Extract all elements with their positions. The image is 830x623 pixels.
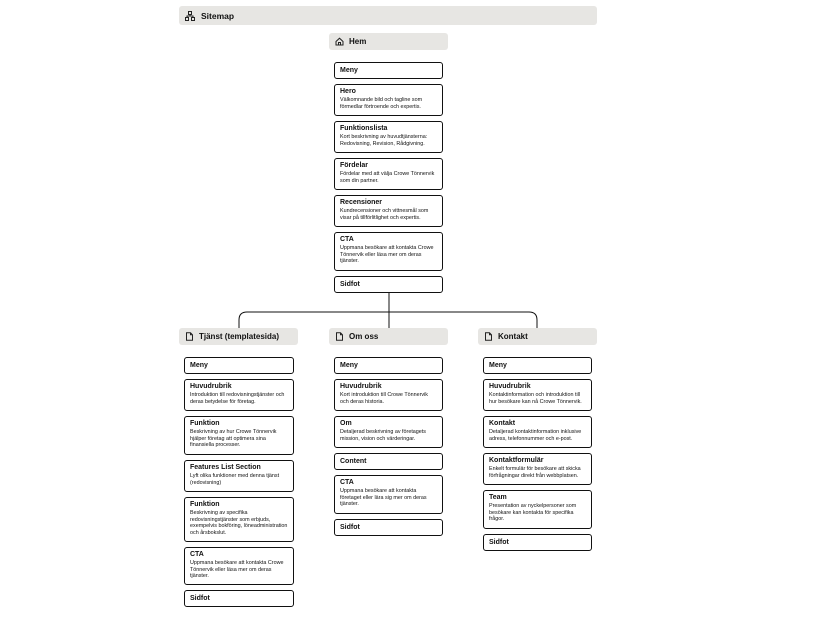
kontakt-section-huvudrubrik[interactable]: Huvudrubrik Kontaktinformation och intro… (483, 379, 592, 411)
page-header-label: Kontakt (498, 332, 528, 341)
section-title: Kontaktformulär (489, 457, 544, 464)
section-description: Beskrivning av hur Crowe Tönnervik hjälp… (190, 429, 277, 449)
hem-section-meny[interactable]: Meny (334, 62, 443, 79)
kontakt-section-meny[interactable]: Meny (483, 357, 592, 374)
section-description: Fördelar med att välja Crowe Tönnervik s… (340, 171, 435, 184)
section-title: Funktion (190, 420, 220, 427)
section-description: Kontaktinformation och introduktion till… (489, 392, 582, 405)
section-title: CTA (340, 236, 354, 243)
tjanst-section-funktion[interactable]: Funktion Beskrivning av hur Crowe Tönner… (184, 416, 294, 455)
page-header-label: Om oss (349, 332, 379, 341)
section-description: Detaljerad beskrivning av företagets mis… (340, 429, 426, 442)
omoss-section-om[interactable]: Om Detaljerad beskrivning av företagets … (334, 416, 443, 448)
sitemap-header: Sitemap (179, 6, 597, 25)
hem-section-sidfot[interactable]: Sidfot (334, 276, 443, 293)
page-header-label: Tjänst (templatesida) (199, 332, 280, 341)
page-header-hem[interactable]: Hem (329, 33, 448, 50)
page-header-kontakt[interactable]: Kontakt (478, 328, 597, 345)
omoss-section-huvudrubrik[interactable]: Huvudrubrik Kort introduktion till Crowe… (334, 379, 443, 411)
section-title: Sidfot (340, 523, 360, 531)
kontakt-section-kontaktformular[interactable]: Kontaktformulär Enkelt formulär för besö… (483, 453, 592, 485)
section-description: Introduktion till redovisningstjänster o… (190, 392, 285, 405)
section-description: Kundrecensioner och vittnesmål som visar… (340, 208, 429, 221)
sitemap-icon (185, 10, 195, 21)
tjanst-section-sidfot[interactable]: Sidfot (184, 590, 294, 607)
section-title: Content (340, 457, 367, 465)
page-header-omoss[interactable]: Om oss (329, 328, 448, 345)
tjanst-section-funktion-2[interactable]: Funktion Beskrivning av specifika redovi… (184, 497, 294, 542)
section-description: Uppmana besökare att kontakta Crowe Tönn… (190, 560, 284, 580)
section-title: Om (340, 420, 352, 427)
tjanst-section-features-list[interactable]: Features List Section Lyft olika funktio… (184, 460, 294, 492)
section-title: Huvudrubrik (190, 383, 232, 390)
tjanst-section-meny[interactable]: Meny (184, 357, 294, 374)
section-description: Välkomnande bild och tagline som förmedl… (340, 97, 423, 110)
kontakt-section-team[interactable]: Team Presentation av nyckelpersoner som … (483, 490, 592, 529)
section-title: Huvudrubrik (340, 383, 382, 390)
section-title: Funktionslista (340, 125, 388, 132)
hem-section-fordelar[interactable]: Fördelar Fördelar med att välja Crowe Tö… (334, 158, 443, 190)
kontakt-section-kontakt[interactable]: Kontakt Detaljerad kontaktinformation in… (483, 416, 592, 448)
page-header-label: Hem (349, 37, 367, 46)
hem-section-funktionslista[interactable]: Funktionslista Kort beskrivning av huvud… (334, 121, 443, 153)
hem-section-hero[interactable]: Hero Välkomnande bild och tagline som fö… (334, 84, 443, 116)
kontakt-section-sidfot[interactable]: Sidfot (483, 534, 592, 551)
section-title: Funktion (190, 501, 220, 508)
section-description: Lyft olika funktioner med denna tjänst (… (190, 473, 280, 486)
page-header-tjanst[interactable]: Tjänst (templatesida) (179, 328, 298, 345)
section-description: Beskrivning av specifika redovisningstjä… (190, 510, 288, 536)
omoss-section-meny[interactable]: Meny (334, 357, 443, 374)
sitemap-title: Sitemap (201, 10, 235, 21)
section-title: Meny (190, 361, 208, 369)
section-title: CTA (190, 551, 204, 558)
section-title: Meny (340, 66, 358, 74)
hem-section-recensioner[interactable]: Recensioner Kundrecensioner och vittnesm… (334, 195, 443, 227)
section-title: Team (489, 494, 507, 501)
section-title: Fördelar (340, 162, 369, 169)
section-description: Uppmana besökare att kontakta Crowe Tönn… (340, 245, 434, 265)
page-icon (335, 332, 344, 341)
section-title: Meny (489, 361, 507, 369)
section-description: Uppmana besökare att kontakta företaget … (340, 488, 427, 508)
page-icon (185, 332, 194, 341)
section-title: CTA (340, 479, 354, 486)
section-description: Presentation av nyckelpersoner som besök… (489, 503, 577, 523)
section-title: Features List Section (190, 464, 261, 471)
home-icon (335, 37, 344, 46)
section-description: Kort beskrivning av huvudtjänsterna: Red… (340, 134, 428, 147)
tjanst-section-cta[interactable]: CTA Uppmana besökare att kontakta Crowe … (184, 547, 294, 585)
section-title: Recensioner (340, 199, 383, 206)
section-title: Hero (340, 88, 356, 95)
section-title: Sidfot (489, 538, 509, 546)
section-title: Sidfot (190, 594, 210, 602)
section-title: Huvudrubrik (489, 383, 531, 390)
section-title: Sidfot (340, 280, 360, 288)
section-description: Kort introduktion till Crowe Tönnervik o… (340, 392, 428, 405)
page-icon (484, 332, 493, 341)
section-description: Detaljerad kontaktinformation inklusive … (489, 429, 582, 442)
omoss-section-sidfot[interactable]: Sidfot (334, 519, 443, 536)
omoss-section-content[interactable]: Content (334, 453, 443, 470)
section-description: Enkelt formulär för besökare att skicka … (489, 466, 581, 479)
omoss-section-cta[interactable]: CTA Uppmana besökare att kontakta företa… (334, 475, 443, 514)
section-title: Meny (340, 361, 358, 369)
section-title: Kontakt (489, 420, 516, 427)
hem-section-cta[interactable]: CTA Uppmana besökare att kontakta Crowe … (334, 232, 443, 271)
tjanst-section-huvudrubrik[interactable]: Huvudrubrik Introduktion till redovisnin… (184, 379, 294, 411)
